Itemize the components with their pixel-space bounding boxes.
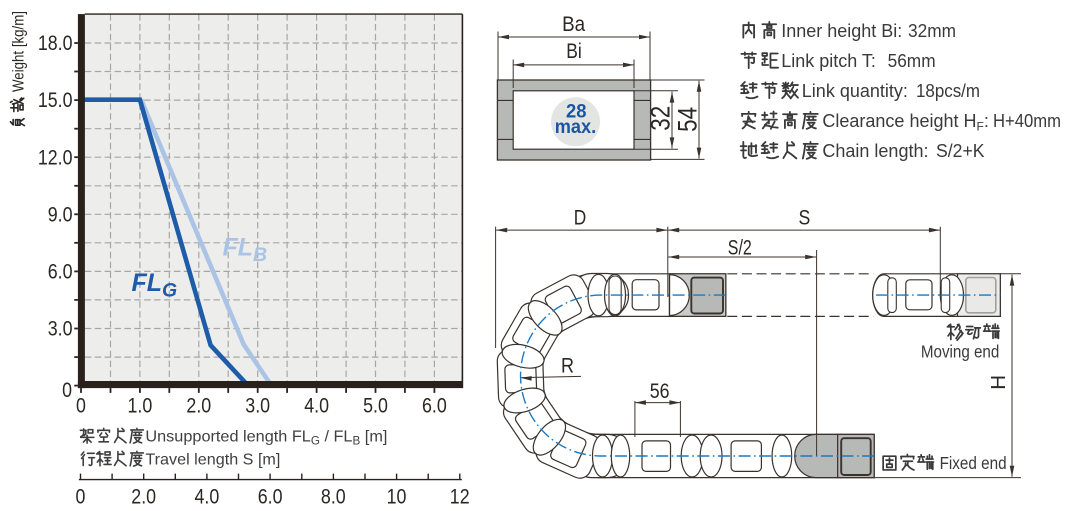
svg-text:Unsupported length FLG / FLB [: Unsupported length FLG / FLB [m] — [145, 429, 387, 448]
svg-text:9.0: 9.0 — [48, 202, 73, 226]
svg-text:18pcs/m: 18pcs/m — [916, 81, 980, 101]
svg-text:H+40mm: H+40mm — [993, 111, 1061, 131]
svg-text:Fixed end: Fixed end — [940, 453, 1007, 473]
svg-text:Ba: Ba — [562, 12, 585, 36]
svg-text:Clearance height HF:: Clearance height HF: — [822, 111, 988, 134]
svg-text:32: 32 — [646, 106, 676, 131]
svg-text:12.0: 12.0 — [38, 145, 73, 169]
svg-text:12: 12 — [450, 485, 470, 509]
svg-text:8.0: 8.0 — [321, 485, 346, 509]
svg-text:0: 0 — [62, 378, 72, 402]
svg-text:4.0: 4.0 — [304, 394, 329, 418]
svg-text:4.0: 4.0 — [195, 485, 220, 509]
svg-text:H: H — [987, 375, 1010, 390]
svg-text:max.: max. — [555, 116, 597, 138]
svg-text:54: 54 — [673, 107, 703, 132]
svg-text:D: D — [574, 205, 587, 229]
svg-text:3.0: 3.0 — [48, 317, 73, 341]
svg-text:10: 10 — [387, 485, 407, 509]
svg-text:56: 56 — [650, 379, 670, 403]
svg-text:2.0: 2.0 — [186, 394, 211, 418]
svg-text:18.0: 18.0 — [38, 31, 73, 55]
svg-text:6.0: 6.0 — [48, 260, 73, 284]
svg-text:56mm: 56mm — [888, 51, 936, 71]
svg-text:28: 28 — [566, 100, 587, 122]
svg-text:5.0: 5.0 — [363, 394, 388, 418]
svg-text:R: R — [561, 353, 574, 377]
svg-text:Moving end: Moving end — [921, 341, 999, 361]
svg-text:1.0: 1.0 — [128, 394, 153, 418]
svg-text:Travel length S [m]: Travel length S [m] — [145, 452, 280, 469]
svg-text:6.0: 6.0 — [422, 394, 447, 418]
svg-text:15.0: 15.0 — [38, 88, 73, 112]
svg-text:Bi: Bi — [566, 39, 582, 63]
svg-text:Link quantity:: Link quantity: — [802, 81, 908, 101]
svg-text:Link pitch T:: Link pitch T: — [781, 51, 876, 71]
svg-text:6.0: 6.0 — [258, 485, 283, 509]
svg-text:3.0: 3.0 — [245, 394, 270, 418]
svg-text:Inner height Bi:: Inner height Bi: — [781, 21, 902, 41]
svg-text:0: 0 — [76, 485, 86, 509]
svg-text:S/2+K: S/2+K — [936, 141, 985, 161]
svg-text:Chain length:: Chain length: — [822, 141, 928, 161]
svg-text:0: 0 — [76, 394, 86, 418]
svg-text:S: S — [799, 205, 811, 229]
svg-text:32mm: 32mm — [908, 21, 956, 41]
svg-text:S/2: S/2 — [728, 236, 752, 260]
svg-text:2.0: 2.0 — [131, 485, 156, 509]
svg-text:Weight [kg/m]: Weight [kg/m] — [11, 11, 28, 92]
